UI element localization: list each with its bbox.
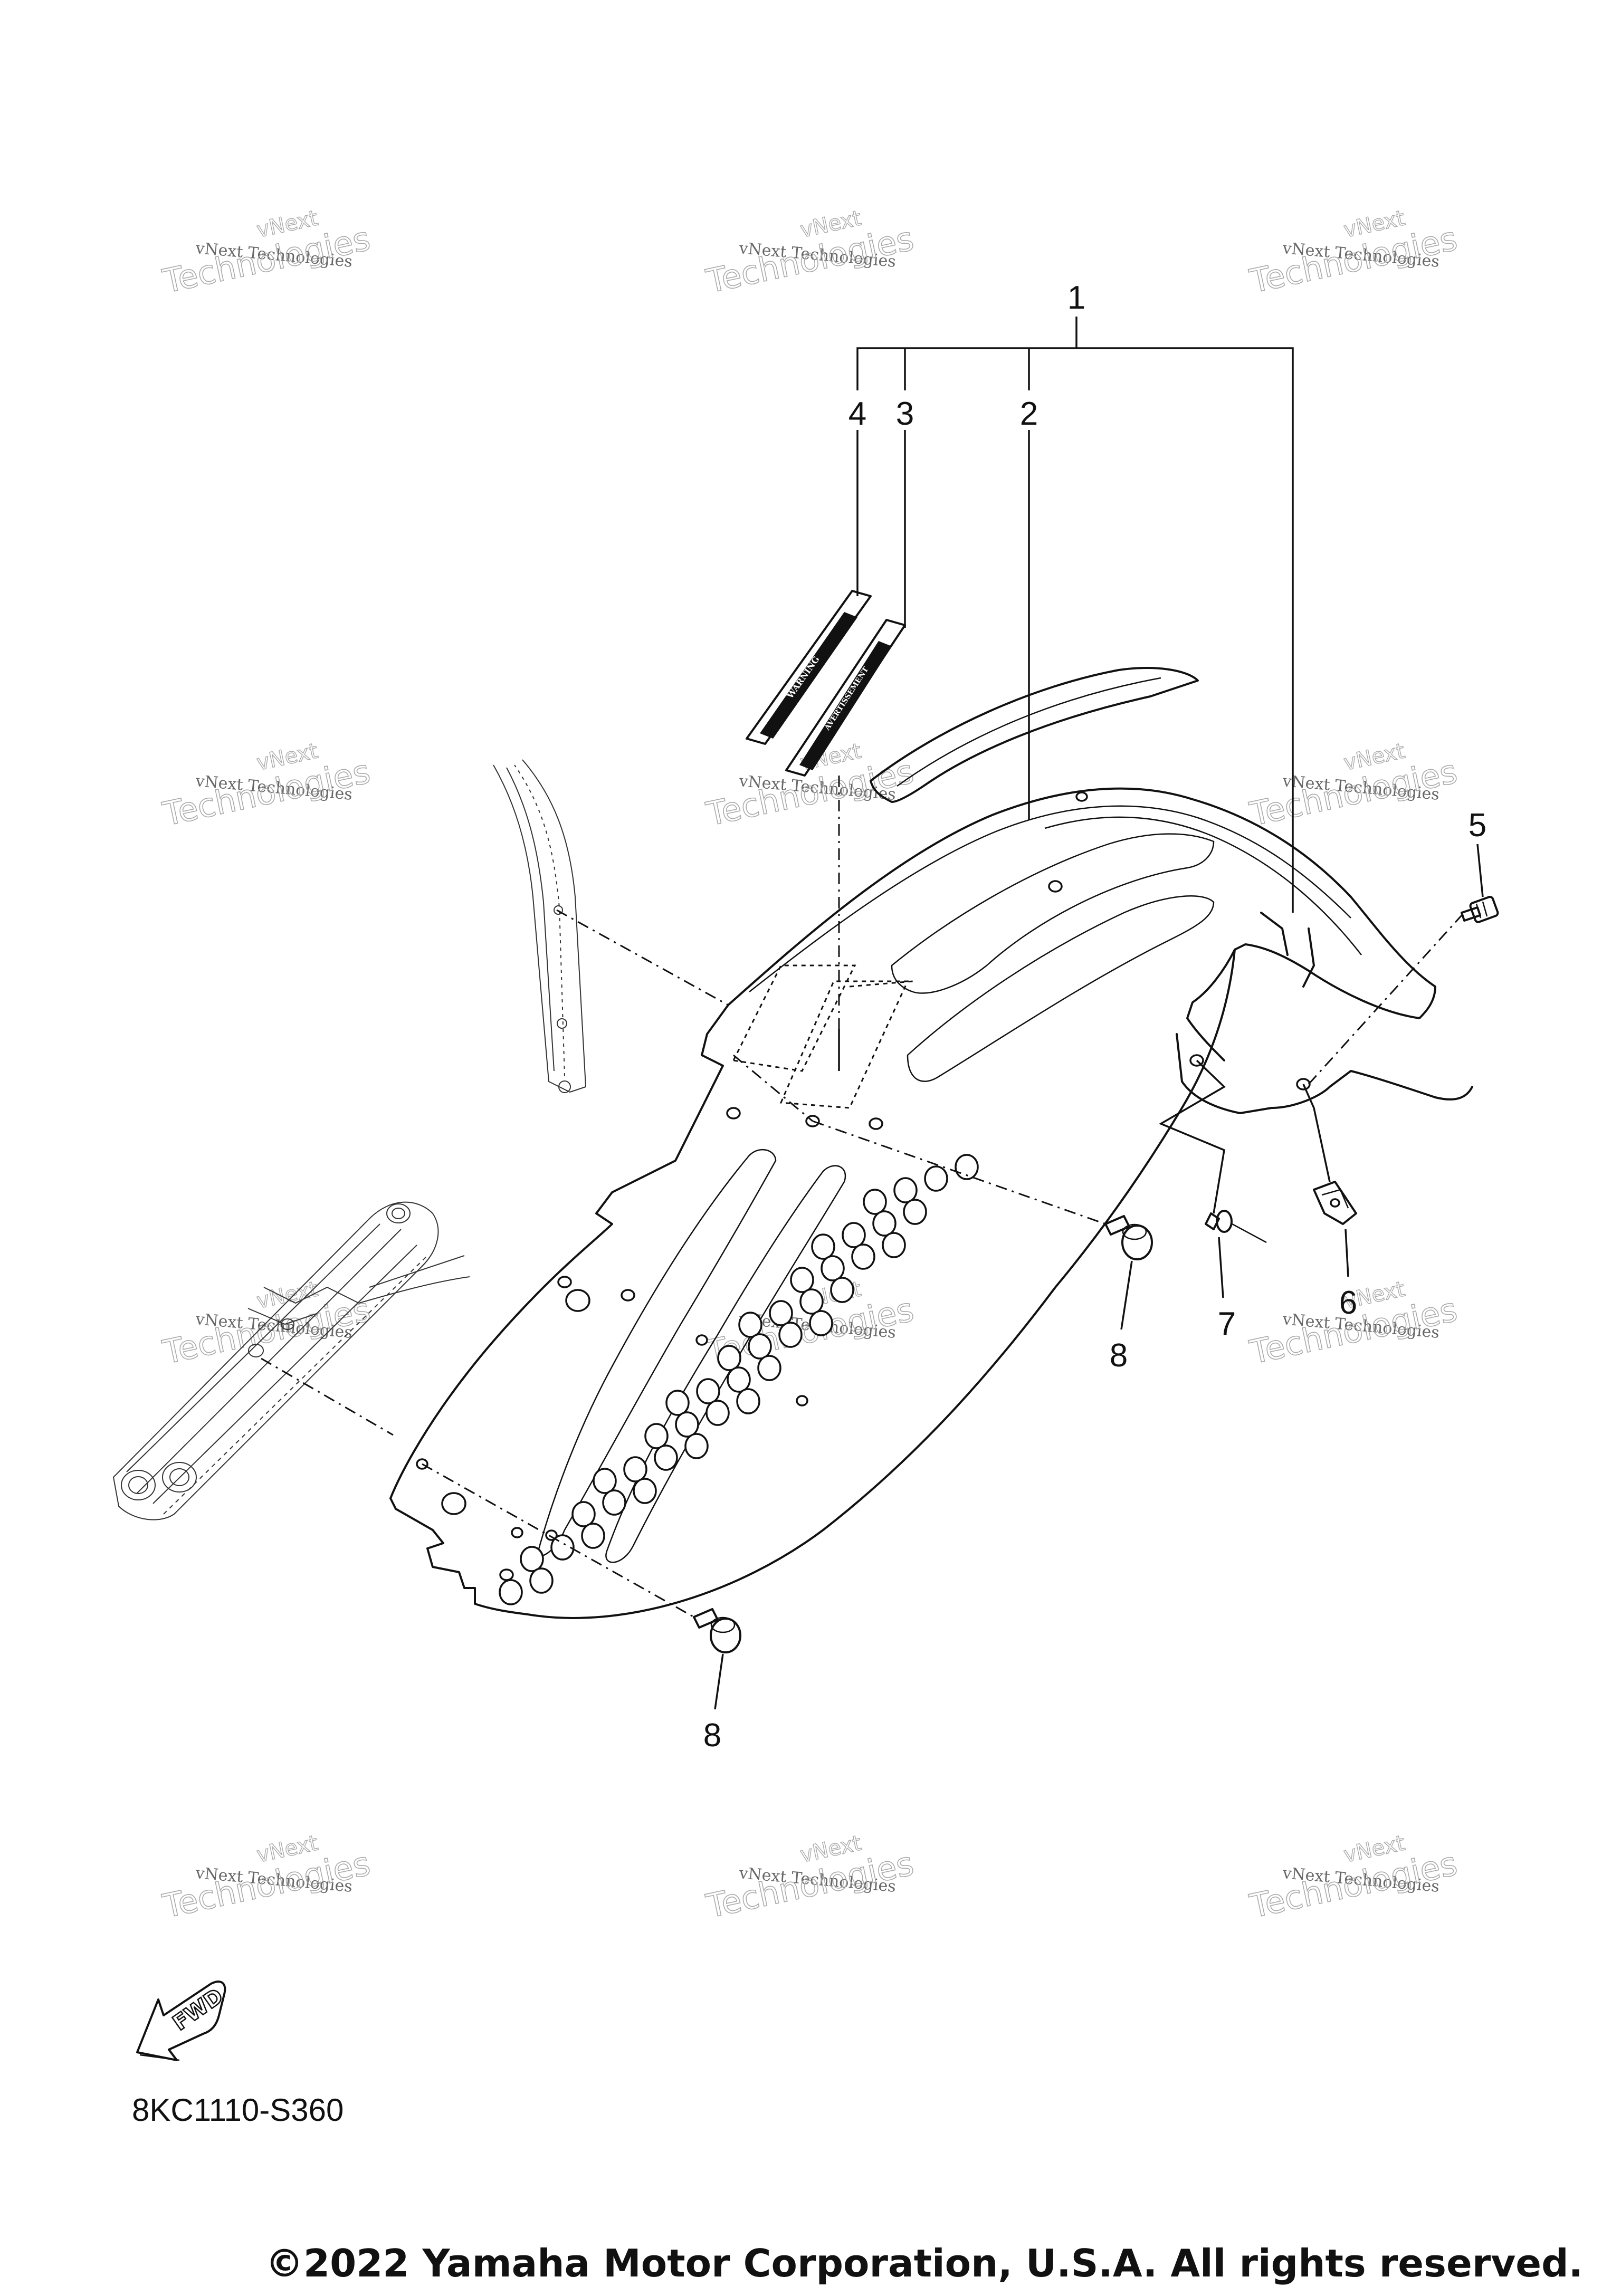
perforation-hole — [882, 1232, 906, 1258]
callout-1: 1 — [1067, 280, 1085, 316]
callout-3: 3 — [896, 396, 914, 432]
perforation-hole — [633, 1478, 657, 1504]
label-position-outlines — [732, 964, 913, 1109]
part-code: 8KC1110-S360 — [132, 2092, 344, 2128]
perforation-hole — [675, 1411, 699, 1438]
callout-2: 2 — [1020, 396, 1038, 432]
perforation-hole — [903, 1199, 927, 1225]
rivet-part-7 — [1205, 1210, 1267, 1243]
rear-fender — [389, 787, 1473, 1619]
flange-bolt-part-8-lower — [693, 1608, 741, 1653]
clip-nut-part-6 — [1313, 1181, 1357, 1225]
perforation-hole — [863, 1189, 887, 1215]
perforation-hole — [571, 1501, 596, 1527]
warning-label-text-2: AVERTISSEMENT — [823, 665, 870, 732]
perforation-hole — [602, 1489, 626, 1516]
perforation-hole — [893, 1177, 918, 1203]
perforation-hole — [705, 1400, 730, 1426]
perforation-hole — [499, 1579, 523, 1605]
callout-7: 7 — [1218, 1306, 1236, 1342]
perforation-hole — [821, 1255, 845, 1281]
perforation-hole — [738, 1312, 762, 1338]
protector-part-2 — [870, 667, 1199, 803]
callout-leaders — [714, 317, 1484, 1710]
copyright-notice: ©2022 Yamaha Motor Corporation, U.S.A. A… — [265, 2241, 1583, 2285]
callout-8-lower: 8 — [703, 1717, 721, 1754]
perforation-hole — [809, 1310, 833, 1336]
perforation-hole — [799, 1288, 824, 1315]
callout-8-upper: 8 — [1110, 1337, 1128, 1374]
warning-label-part-4: WARNING — [746, 590, 872, 745]
callout-numbers: 1 2 3 4 5 6 7 8 8 — [703, 280, 1486, 1754]
perforation-hole — [736, 1388, 760, 1414]
perforation-hole — [696, 1378, 720, 1404]
perforation-hole — [851, 1243, 875, 1270]
callout-4: 4 — [848, 396, 866, 432]
perforation-hole — [924, 1165, 948, 1192]
bolt-part-5 — [1461, 895, 1499, 923]
perforation-hole — [727, 1366, 751, 1393]
perforation-hole — [654, 1444, 678, 1471]
assembly-lines — [261, 909, 1463, 1618]
perforation-hole — [520, 1546, 544, 1572]
perforation-hole — [811, 1233, 835, 1260]
perforation-hole — [684, 1433, 709, 1459]
perforation-hole — [593, 1468, 617, 1494]
fwd-arrow-icon: FWD — [136, 1981, 228, 2061]
perforation-hole — [665, 1390, 690, 1416]
perforation-hole — [769, 1300, 793, 1326]
callout-5: 5 — [1469, 807, 1486, 844]
perforation-hole — [790, 1267, 814, 1293]
perforation-hole — [757, 1355, 781, 1381]
fender-perforation-pattern — [499, 1154, 979, 1605]
perforation-hole — [644, 1423, 669, 1449]
flange-bolt-part-8-upper — [1104, 1215, 1153, 1260]
perforation-hole — [623, 1456, 647, 1482]
frame-stay-ghost — [493, 759, 587, 1093]
perforation-hole — [529, 1567, 554, 1594]
perforation-hole — [748, 1333, 772, 1360]
perforation-hole — [550, 1534, 575, 1561]
perforation-hole — [830, 1277, 854, 1303]
perforation-hole — [872, 1210, 897, 1237]
perforation-hole — [778, 1322, 803, 1348]
perforation-hole — [955, 1154, 979, 1180]
perforation-hole — [717, 1345, 741, 1371]
perforation-hole — [581, 1523, 605, 1549]
perforation-hole — [842, 1222, 866, 1248]
swingarm-ghost — [112, 1201, 470, 1520]
callout-6: 6 — [1339, 1285, 1357, 1321]
